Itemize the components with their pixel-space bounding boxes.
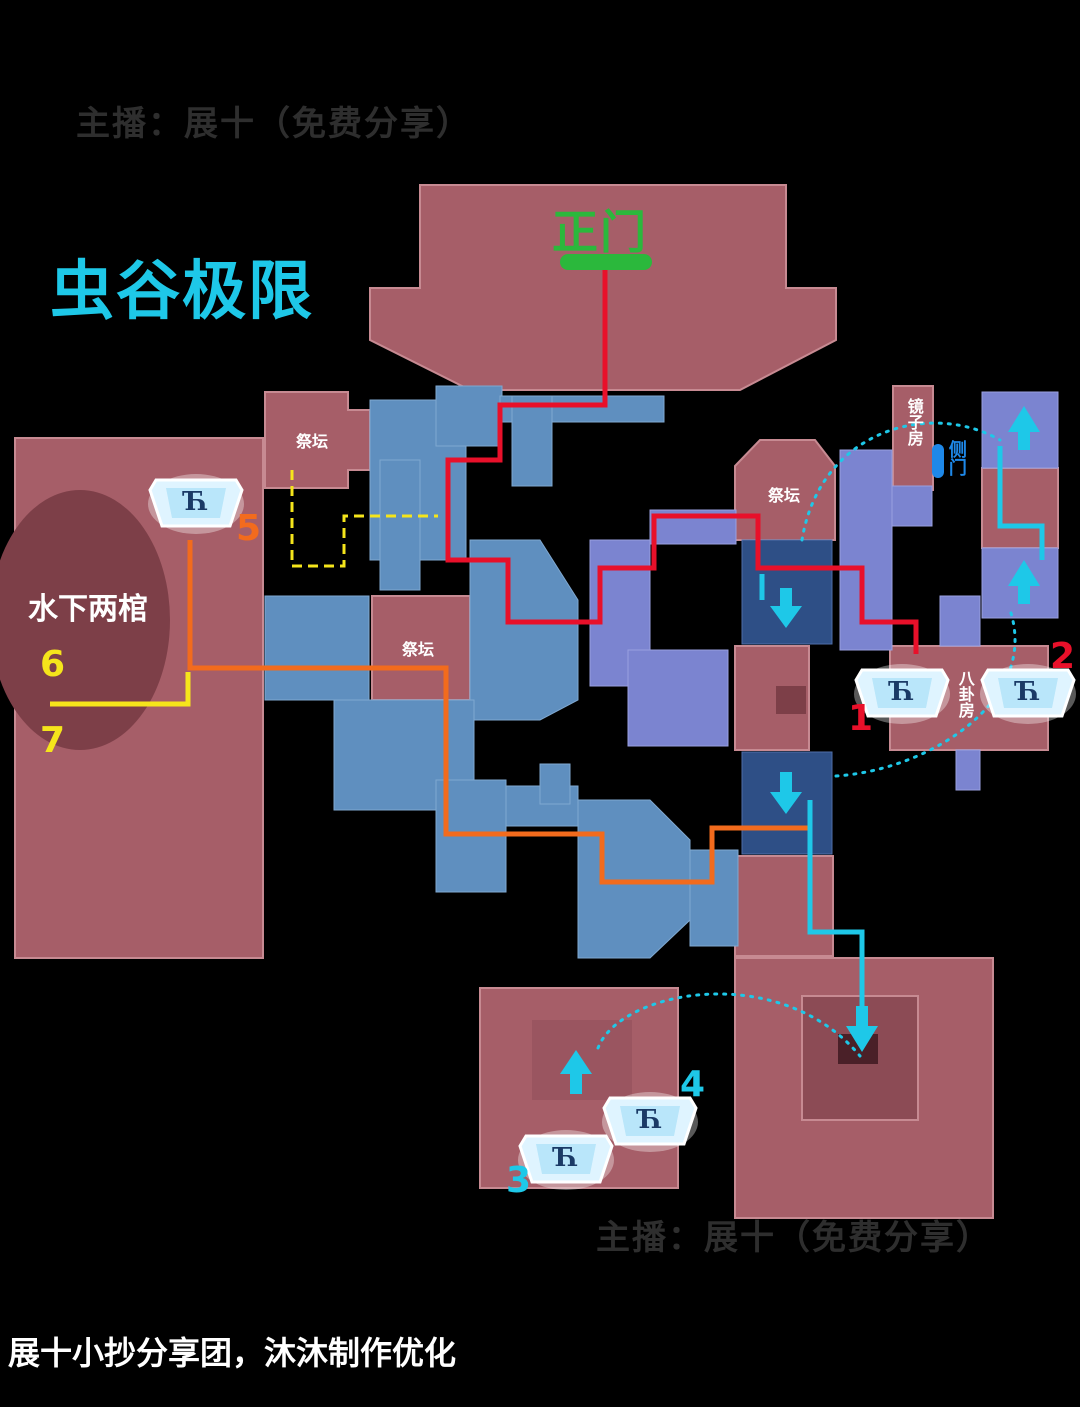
yellow-dashed-route [290,470,438,568]
cyan-route [807,800,865,1006]
red-route [445,270,919,654]
footer-credit: 展十小抄分享团，沐沐制作优化 [8,1334,457,1372]
watermark-top: 主播：展十（免费分享） [76,104,472,144]
chest-icon [146,472,246,536]
chest-number-1: 1 [848,698,874,739]
arrow-up-icon [570,1072,582,1094]
main-gate-label: 正门 [552,205,648,259]
arrow-down-icon [846,1006,878,1052]
altar-label: 祭坛 [768,486,801,505]
teleport-dotted-3 [596,992,862,1058]
altar-label: 祭坛 [296,432,329,451]
map-title: 虫谷极限 [50,255,314,329]
underwater-coffins-label: 水下两棺 [28,592,148,627]
chest-icon [516,1128,616,1192]
chest-number-3: 3 [506,1160,532,1201]
chest-number-4: 4 [680,1064,706,1105]
arrow-up-icon [1018,584,1030,604]
orange-route [187,540,812,885]
watermark-bottom: 主播：展十（免费分享） [596,1218,992,1258]
cyan-route-right [997,446,1045,560]
chest-number-6: 6 [40,644,66,685]
bagua-room-label: 八卦房 [955,670,975,718]
arrow-up-icon [1008,406,1040,432]
arrow-up-icon [1008,560,1040,586]
altar-label: 祭坛 [402,640,435,659]
arrows [560,406,1040,1094]
yellow-route [50,672,191,707]
room-details [0,490,919,1121]
arrow-down-icon [770,588,802,628]
side-gate-marker [932,444,944,478]
chest-number-2: 2 [1050,636,1076,677]
side-gate-label: 侧门 [945,440,967,476]
chest-number-5: 5 [236,508,262,549]
arrow-down-icon [770,772,802,814]
teleport-dotted-2 [834,608,1017,778]
arrow-up-icon [560,1050,592,1074]
chest-number-7: 7 [40,720,66,761]
mirror-room-label: 镜子房 [904,398,924,446]
routes [50,254,1045,1058]
arrow-up-icon [1018,430,1030,450]
